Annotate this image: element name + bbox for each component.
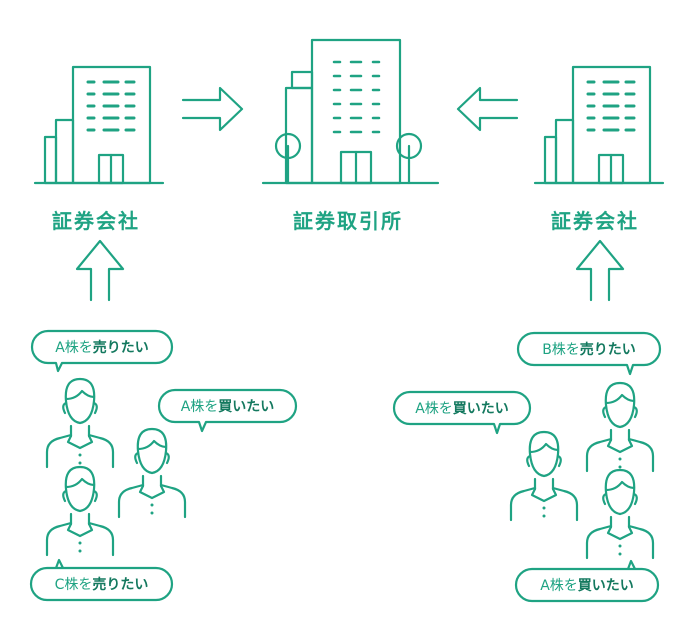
bubble-1-text: A株を売りたい (36, 331, 168, 363)
bubble-3-prefix: C株を (54, 577, 93, 593)
bubble-4-action: 売りたい (579, 342, 636, 358)
person-1-avatar (45, 377, 115, 469)
speech-bubble-1 (30, 329, 174, 373)
right-company-label: 証券会社 (551, 209, 639, 233)
left-company-building-icon (33, 65, 165, 185)
arrow-right-icon (181, 86, 244, 132)
speech-bubble-6 (514, 559, 660, 603)
speech-bubble-5 (392, 390, 532, 435)
bubble-1-action: 売りたい (92, 340, 149, 356)
bubble-4-prefix: B株を (542, 342, 580, 358)
bubble-3-action: 売りたい (92, 577, 149, 593)
speech-bubble-3 (29, 558, 174, 602)
bubble-5-action: 買いたい (452, 401, 509, 417)
bubble-6-prefix: A株を (540, 578, 578, 594)
person-6-avatar (585, 468, 655, 560)
person-3-avatar (45, 465, 115, 557)
exchange-building-icon (261, 38, 440, 185)
bubble-1-prefix: A株を (55, 340, 93, 356)
left-company-label: 証券会社 (52, 209, 140, 233)
person-2-avatar (117, 427, 187, 519)
bubble-3-text: C株を売りたい (35, 568, 168, 600)
exchange-label: 証券取引所 (293, 209, 403, 233)
person-4-avatar (585, 381, 655, 473)
bubble-6-text: A株を買いたい (520, 569, 654, 601)
bubble-2-action: 買いたい (218, 399, 275, 415)
bubble-2-text: A株を買いたい (163, 390, 292, 422)
bubble-5-prefix: A株を (415, 401, 453, 417)
bubble-6-action: 買いたい (577, 578, 634, 594)
arrow-left-icon (456, 86, 519, 132)
bubble-5-text: A株を買いたい (398, 392, 526, 424)
arrow-up-left-icon (75, 239, 125, 302)
right-company-building-icon (533, 65, 665, 185)
bubble-2-prefix: A株を (180, 399, 219, 415)
bubble-4-text: B株を売りたい (522, 333, 656, 365)
speech-bubble-2 (157, 388, 298, 433)
speech-bubble-4 (516, 331, 662, 376)
arrow-up-right-icon (575, 239, 625, 302)
person-5-avatar (509, 430, 579, 522)
